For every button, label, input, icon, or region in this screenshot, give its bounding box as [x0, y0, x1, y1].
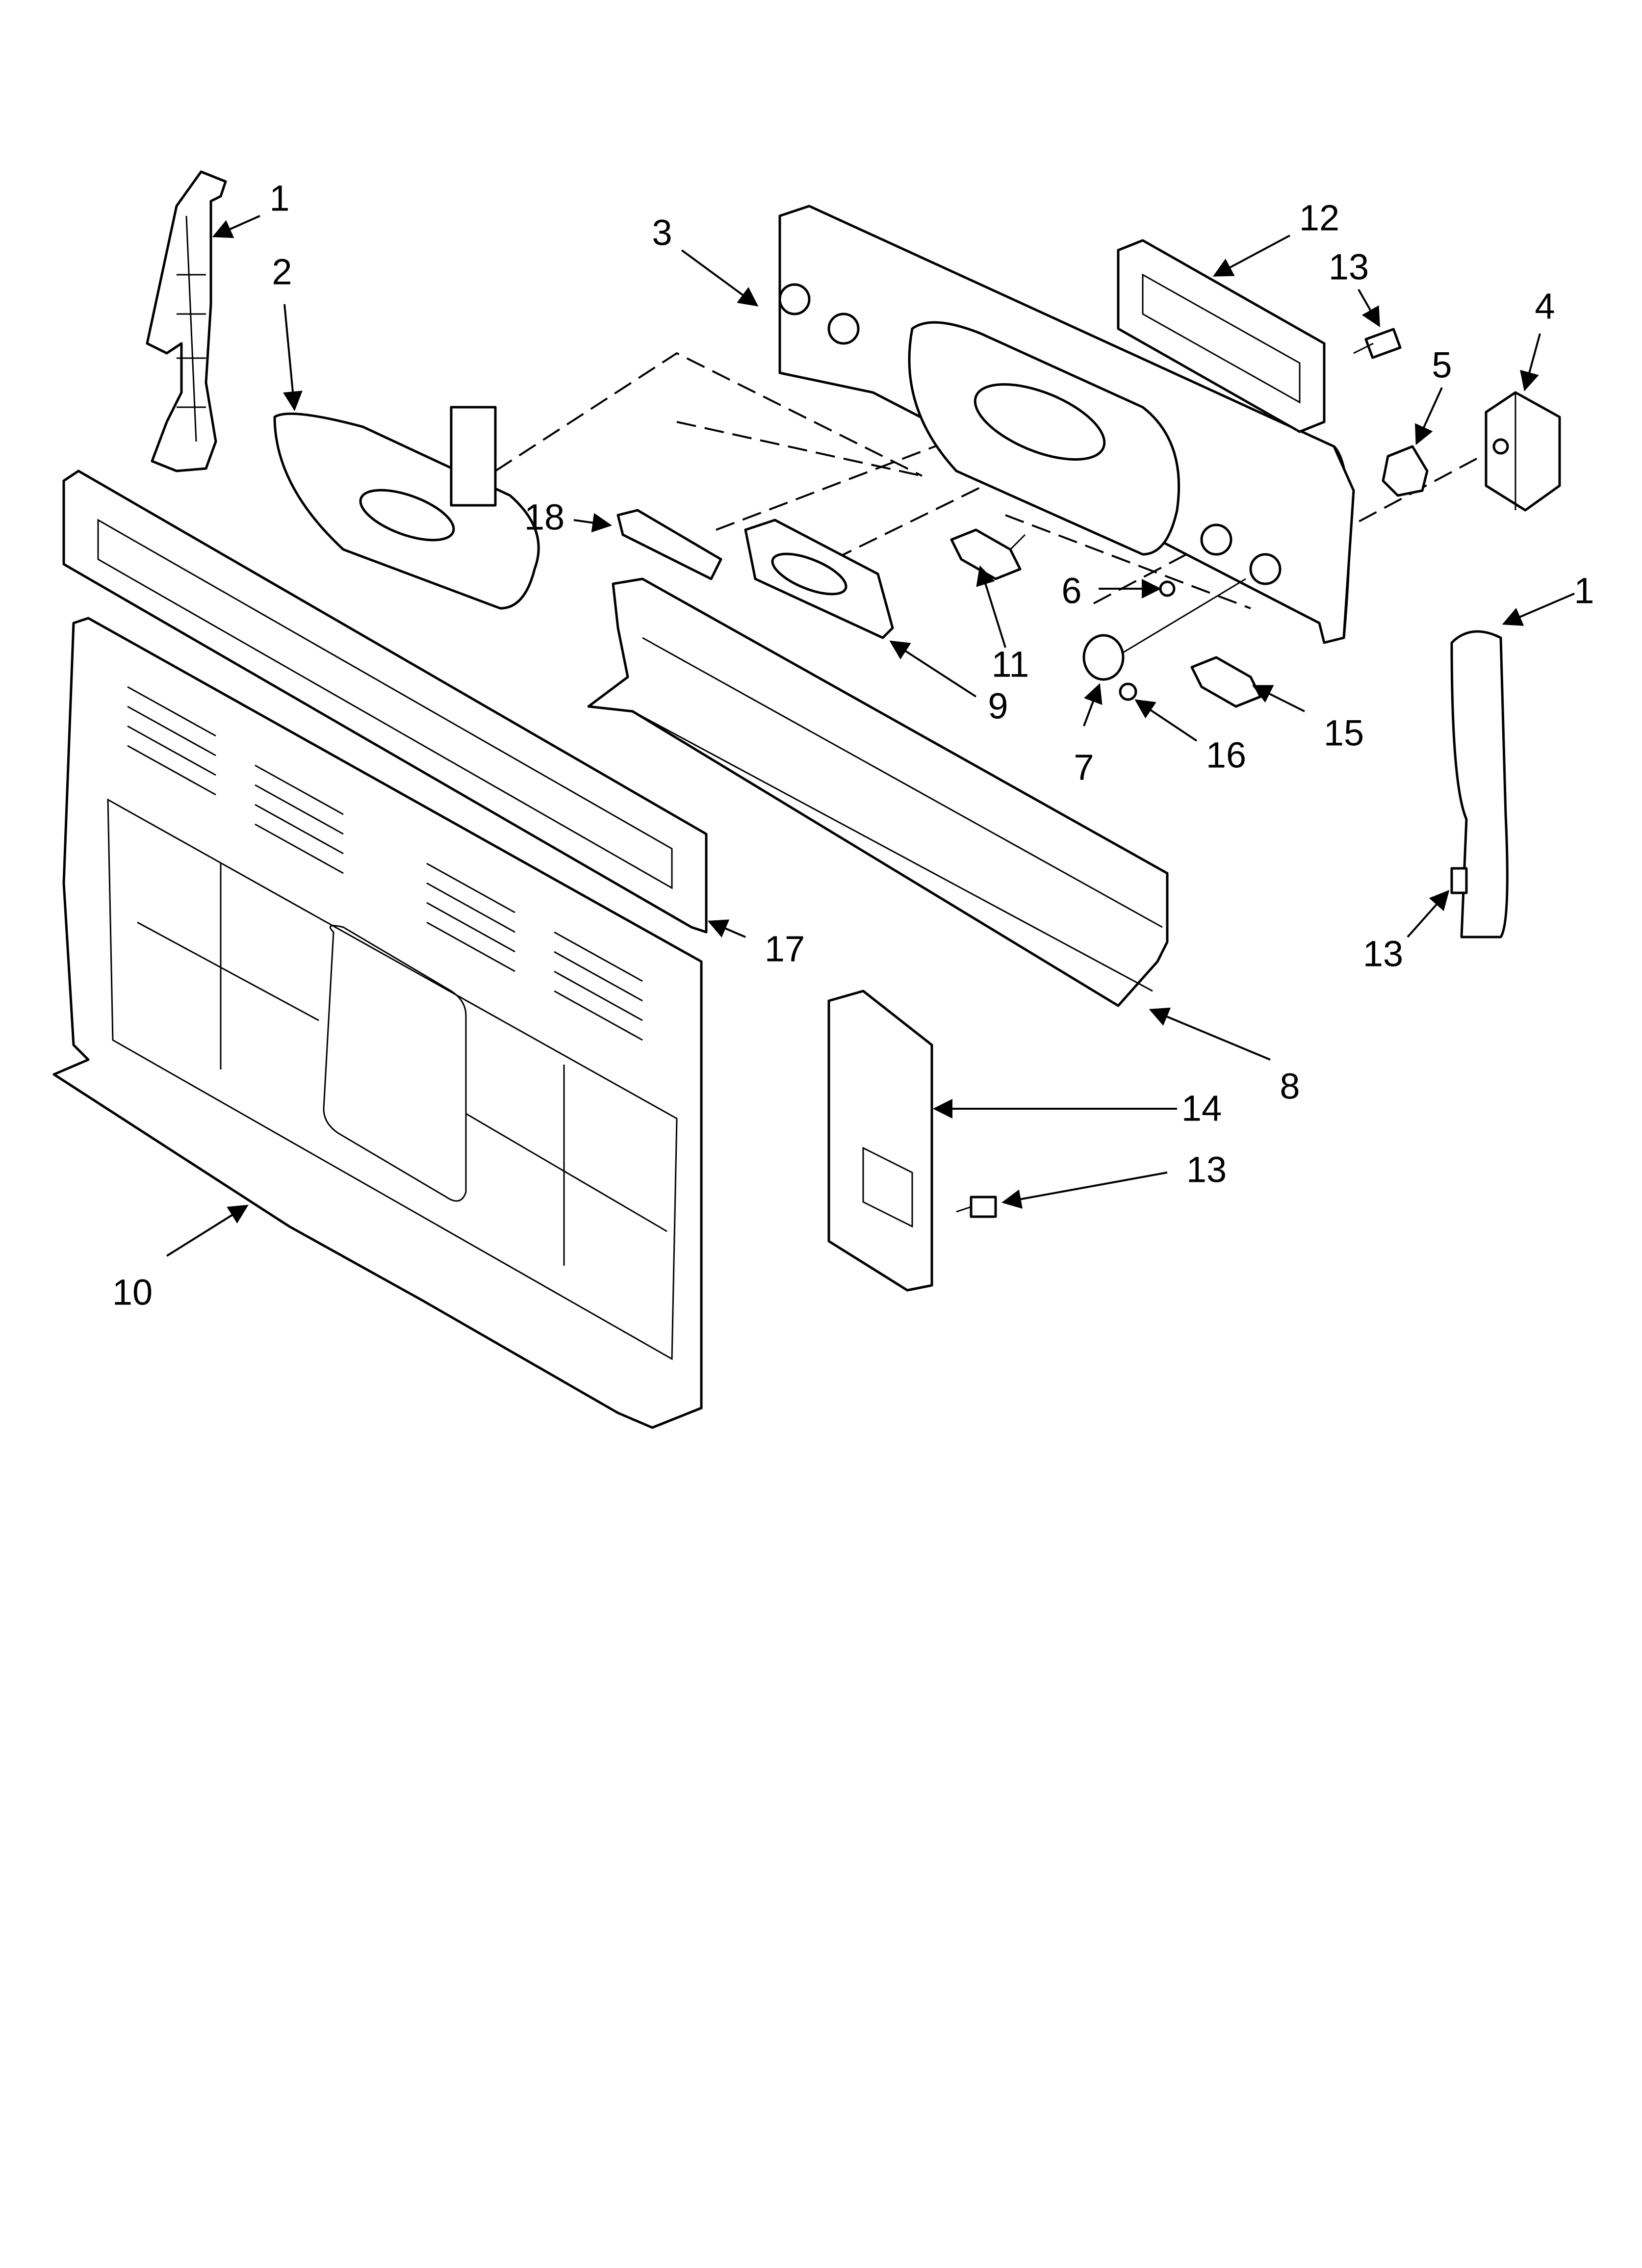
screw-top — [1353, 328, 1402, 359]
switch-block — [1485, 391, 1561, 512]
callout-7: 7 — [1074, 747, 1094, 788]
callout-13-lower: 13 — [1186, 1149, 1227, 1190]
callout-12: 12 — [1299, 198, 1339, 238]
callout-1-left: 1 — [269, 178, 289, 219]
screw-part-16 — [1119, 682, 1137, 701]
callout-5: 5 — [1432, 345, 1452, 386]
screw-lower — [956, 1196, 997, 1218]
screw-right — [1450, 867, 1468, 894]
callout-2: 2 — [272, 252, 292, 292]
callout-13-right: 13 — [1363, 934, 1403, 974]
leader-lines — [166, 215, 1575, 1257]
callout-1-right: 1 — [1574, 571, 1594, 611]
callout-18: 18 — [524, 497, 564, 538]
side-trim-left — [146, 170, 227, 472]
callout-labels: 1 2 3 12 13 4 5 18 6 11 9 1 7 16 15 17 1… — [112, 178, 1594, 1313]
callout-10: 10 — [112, 1272, 153, 1313]
clip-part — [1382, 445, 1429, 497]
callout-17: 17 — [765, 929, 805, 969]
control-panel — [778, 205, 1355, 644]
display-lens — [1117, 239, 1326, 433]
screw-small — [1159, 580, 1176, 597]
overlay-part — [273, 406, 540, 610]
callout-8: 8 — [1280, 1066, 1300, 1107]
callout-6: 6 — [1061, 571, 1081, 611]
bracket-part — [744, 519, 894, 639]
callout-11: 11 — [992, 644, 1029, 685]
bracket-part-14 — [827, 990, 933, 1292]
vent-frame — [62, 469, 708, 934]
knob-part — [1082, 578, 1246, 681]
switch-bezel — [616, 509, 722, 580]
callout-13-top: 13 — [1329, 247, 1369, 287]
side-trim-right — [1450, 630, 1509, 938]
callout-14: 14 — [1181, 1088, 1222, 1129]
rear-panel — [52, 617, 703, 1429]
callout-15: 15 — [1324, 713, 1364, 754]
callout-4: 4 — [1535, 286, 1555, 327]
callout-16: 16 — [1206, 735, 1246, 776]
switch-part — [950, 528, 1026, 580]
callout-9: 9 — [988, 686, 1008, 727]
channel-bracket — [587, 577, 1169, 1007]
switch-part-15 — [1190, 656, 1262, 708]
callout-3: 3 — [652, 212, 672, 253]
